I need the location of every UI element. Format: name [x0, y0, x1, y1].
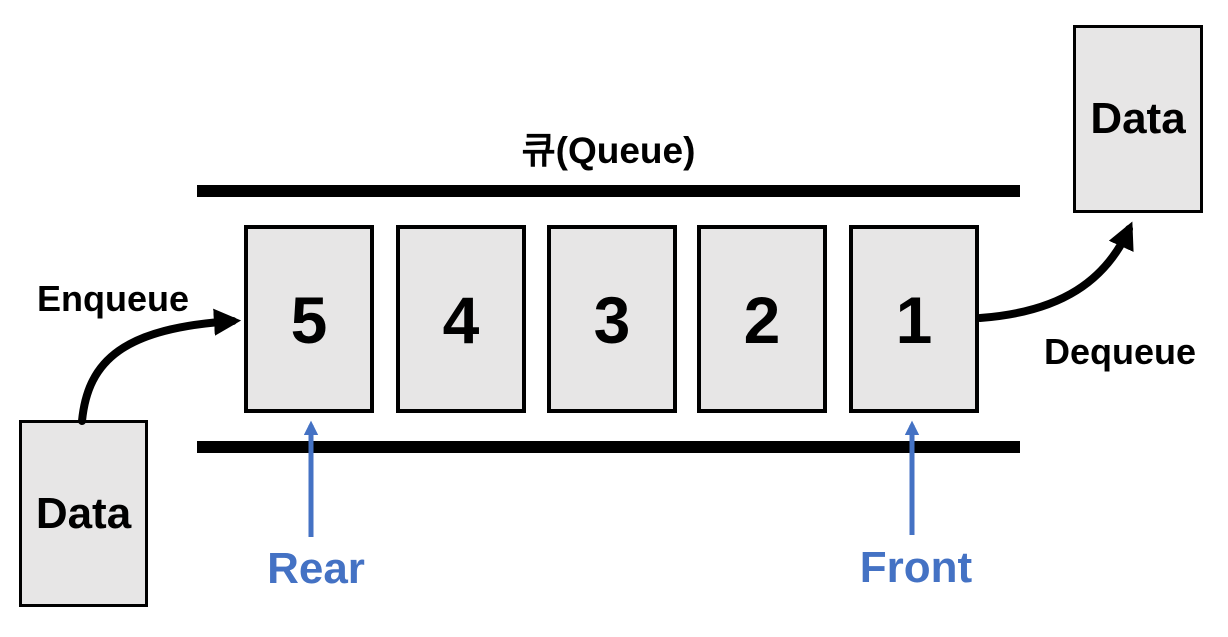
queue-bottom-rail	[197, 441, 1020, 453]
queue-cell: 2	[697, 225, 827, 413]
dequeue-arrow	[976, 221, 1134, 322]
queue-cell: 1	[849, 225, 979, 413]
enqueue-label: Enqueue	[37, 278, 190, 319]
dequeue-data-box: Data	[1073, 25, 1203, 213]
front-label: Front	[859, 543, 973, 592]
queue-cell-value: 2	[743, 283, 781, 357]
queue-cell: 5	[244, 225, 374, 413]
dequeue-label: Dequeue	[1044, 331, 1197, 372]
queue-cell: 3	[547, 225, 677, 413]
enqueue-data-box: Data	[19, 420, 148, 607]
dequeue-data-label: Data	[1090, 94, 1186, 143]
queue-cell-value: 5	[290, 283, 328, 357]
enqueue-data-label: Data	[35, 488, 132, 538]
enqueue-arrow	[78, 308, 242, 425]
queue-cell-value: 4	[442, 283, 480, 357]
queue-cell: 4	[396, 225, 526, 413]
queue-cell-value: 3	[593, 283, 631, 357]
queue-cell-value: 1	[895, 283, 933, 357]
queue-top-rail	[197, 185, 1020, 197]
diagram-title: 큐(Queue)	[521, 130, 696, 171]
rear-label: Rear	[267, 544, 365, 593]
